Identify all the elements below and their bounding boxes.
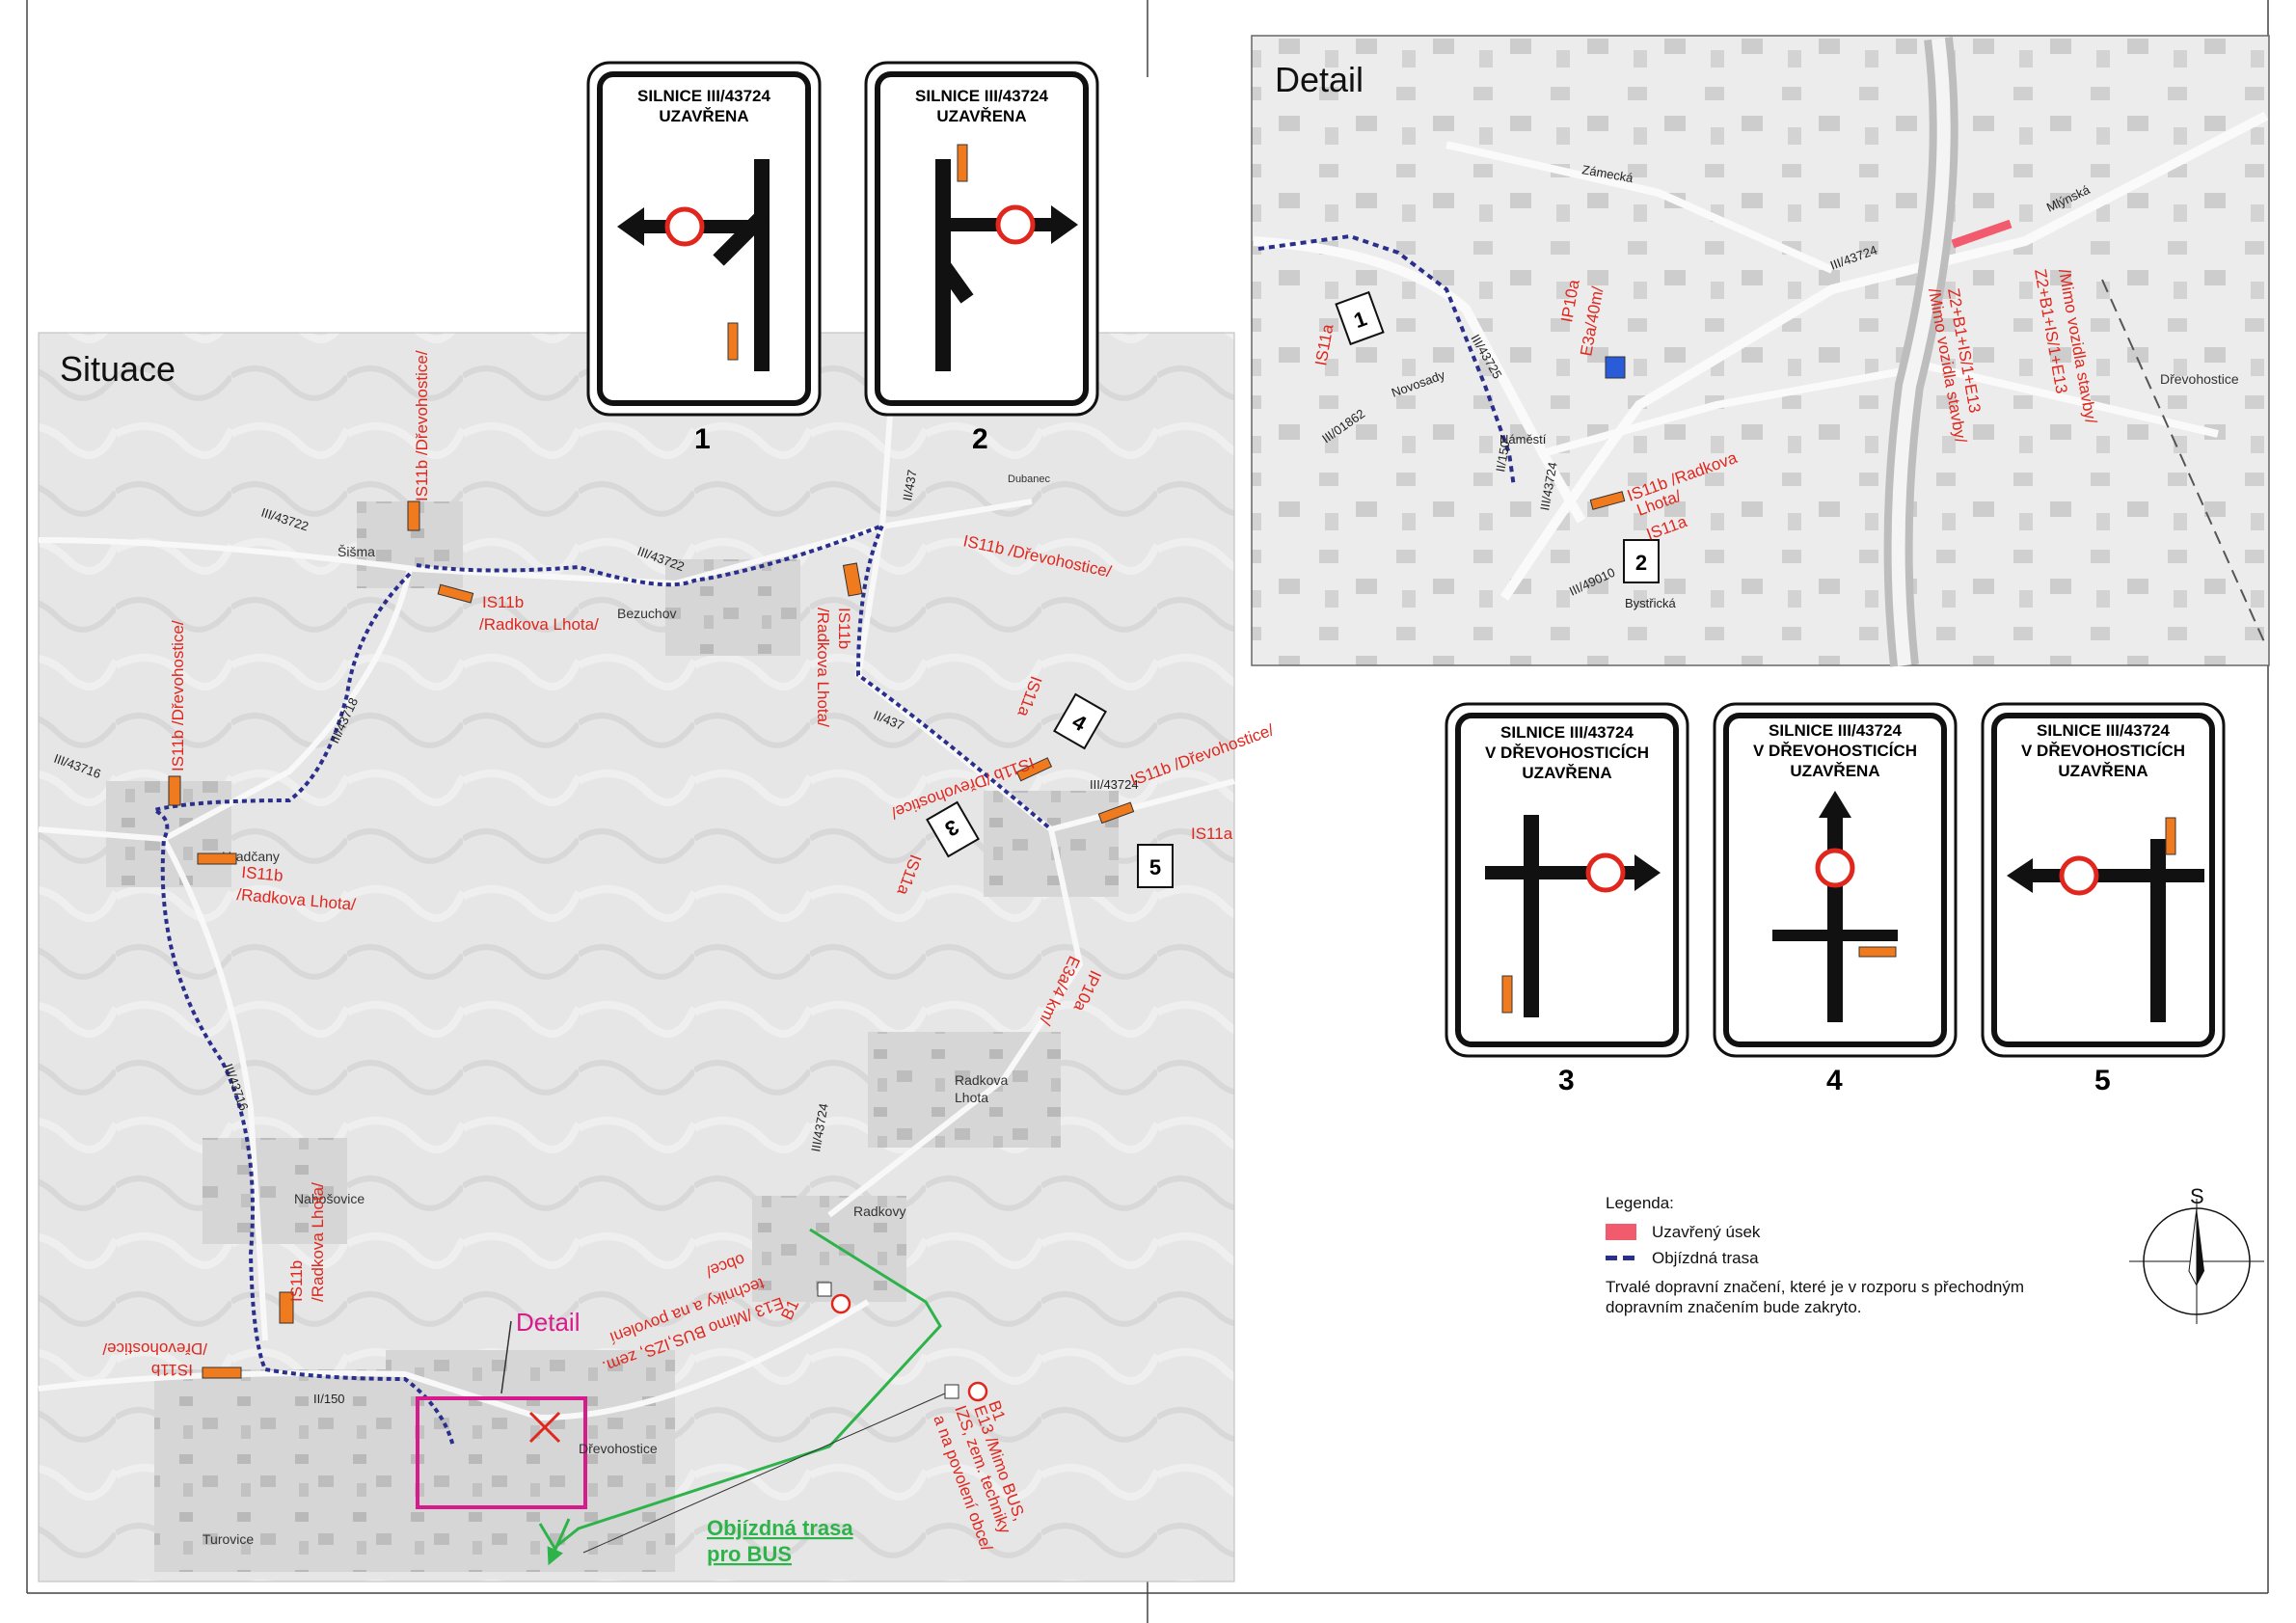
traffic-sign-5: SILNICE III/43724 V DŘEVOHOSTICÍCH UZAVŘ… (1981, 702, 2226, 1058)
svg-text:V DŘEVOHOSTICÍCH: V DŘEVOHOSTICÍCH (2021, 742, 2185, 760)
svg-text:SILNICE III/43724: SILNICE III/43724 (1769, 721, 1902, 740)
sign-2-number: 2 (972, 423, 988, 455)
is11-markers (168, 500, 1135, 1379)
situace-small-sign-5: 5 (1137, 844, 1174, 888)
label-sisma-is11b-rl-1: IS11b (482, 593, 524, 611)
svg-text:SILNICE III/43724: SILNICE III/43724 (637, 87, 770, 105)
detail-place-drevohostice: Dřevohostice (2160, 371, 2239, 387)
place-dubanec: Dubanec (1008, 473, 1051, 485)
legend-note: Trvalé dopravní značení, které je v rozp… (1606, 1277, 2126, 1317)
label-437-is11b-rl-2: /Radkova Lhota/ (814, 608, 832, 727)
place-nahosovice: Nahošovice (294, 1191, 365, 1206)
detail-map (1251, 35, 2270, 667)
label-turov-is11b-1: IS11b (151, 1361, 193, 1379)
sign-5-number: 5 (2094, 1065, 2111, 1096)
legend-detour-label: Objízdná trasa (1652, 1248, 1759, 1267)
detail-small-sign-1: 1 (1335, 290, 1385, 346)
svg-text:UZAVŘENA: UZAVŘENA (1790, 762, 1879, 780)
traffic-sign-3: SILNICE III/43724 V DŘEVOHOSTICÍCH UZAVŘ… (1445, 702, 1689, 1058)
legend: Legenda: Uzavřený úsek Objízdná trasa Tr… (1606, 1194, 2126, 1317)
label-437-is11b-rl-1: IS11b (835, 608, 853, 649)
label-hradcany-is11b-rl-1: IS11b (241, 863, 284, 885)
place-bezuchov: Bezuchov (617, 606, 676, 621)
situace-map (38, 317, 1235, 1582)
situace-small-sign-3: 3 (926, 800, 980, 858)
legend-closed-swatch (1606, 1224, 1636, 1240)
traffic-sign-4: SILNICE III/43724 V DŘEVOHOSTICÍCH UZAVŘ… (1713, 702, 1958, 1058)
detail-road-bystricka: Bystřická (1625, 596, 1677, 610)
detail-place-namesti: Náměstí (1499, 432, 1547, 446)
place-radkova: Radkova (955, 1072, 1008, 1088)
detail-frame (416, 1396, 587, 1509)
label-hradcany-is11b-drevo: IS11b /Dřevohostice/ (169, 620, 187, 771)
situace-small-sign-4: 4 (1053, 692, 1107, 750)
place-turovice: Turovice (203, 1531, 254, 1547)
sign-3-number: 3 (1558, 1065, 1575, 1096)
label-sisma-is11b-rl-2: /Radkova Lhota/ (479, 615, 599, 634)
detail-road-150: II/150 (1493, 440, 1512, 473)
detail-frame-label: Detail (516, 1308, 580, 1337)
sign-1-number: 1 (694, 423, 711, 455)
sign-4-number: 4 (1826, 1065, 1843, 1096)
bus-route-label-2: pro BUS (707, 1542, 792, 1566)
place-lhota: Lhota (955, 1090, 988, 1105)
road-150: II/150 (313, 1392, 345, 1406)
road-437: II/437 (900, 469, 919, 502)
place-radkovy: Radkovy (853, 1204, 905, 1219)
label-nahos-is11b-2: /Radkova Lhota/ (309, 1182, 327, 1302)
svg-text:UZAVŘENA: UZAVŘENA (2058, 762, 2147, 780)
svg-text:UZAVŘENA: UZAVŘENA (659, 107, 748, 125)
closed-section-detail (1951, 219, 2012, 249)
svg-text:UZAVŘENA: UZAVŘENA (936, 107, 1026, 125)
detour-route-situace (149, 522, 1053, 1447)
compass-label: S (2190, 1184, 2204, 1208)
label-junction-is11a-2: IS11a (1191, 825, 1233, 843)
bus-detour-route (540, 1228, 942, 1562)
road-43724-a: III/43724 (1090, 777, 1139, 792)
legend-note-line-2: dopravním značením bude zakryto. (1606, 1298, 1862, 1316)
bus-route-label-1: Objízdná trasa (707, 1516, 853, 1540)
legend-closed-label: Uzavřený úsek (1652, 1222, 1761, 1241)
svg-text:2: 2 (1635, 551, 1647, 575)
svg-text:V DŘEVOHOSTICÍCH: V DŘEVOHOSTICÍCH (1753, 742, 1917, 760)
detail-small-sign-2: 2 (1623, 539, 1660, 583)
label-sisma-is11b: IS11b /Dřevohostice/ (413, 350, 431, 501)
svg-text:SILNICE III/43724: SILNICE III/43724 (1500, 723, 1634, 742)
legend-note-line-1: Trvalé dopravní značení, které je v rozp… (1606, 1278, 2025, 1296)
detail-title: Detail (1275, 60, 1364, 99)
situace-title: Situace (60, 349, 176, 389)
traffic-sign-2: SILNICE III/43724 UZAVŘENA (864, 61, 1099, 417)
svg-text:UZAVŘENA: UZAVŘENA (1522, 764, 1611, 782)
svg-text:SILNICE III/43724: SILNICE III/43724 (2037, 721, 2170, 740)
legend-row-closed: Uzavřený úsek (1606, 1219, 2126, 1245)
legend-row-detour: Objízdná trasa (1606, 1245, 2126, 1271)
detour-route-detail (1257, 233, 1516, 488)
legend-detour-swatch (1606, 1256, 1636, 1260)
place-drevohostice: Dřevohostice (579, 1441, 658, 1456)
place-sisma: Šišma (338, 544, 375, 559)
legend-title: Legenda: (1606, 1194, 1674, 1212)
label-nahos-is11b-1: IS11b (287, 1260, 306, 1302)
svg-text:V DŘEVOHOSTICÍCH: V DŘEVOHOSTICÍCH (1485, 744, 1649, 762)
label-turov-is11b-2: /Dřevohostice/ (102, 1339, 207, 1358)
svg-text:SILNICE III/43724: SILNICE III/43724 (915, 87, 1048, 105)
svg-text:5: 5 (1149, 855, 1161, 879)
traffic-sign-1: SILNICE III/43724 UZAVŘENA (586, 61, 822, 417)
compass-icon: S (2129, 1184, 2264, 1324)
